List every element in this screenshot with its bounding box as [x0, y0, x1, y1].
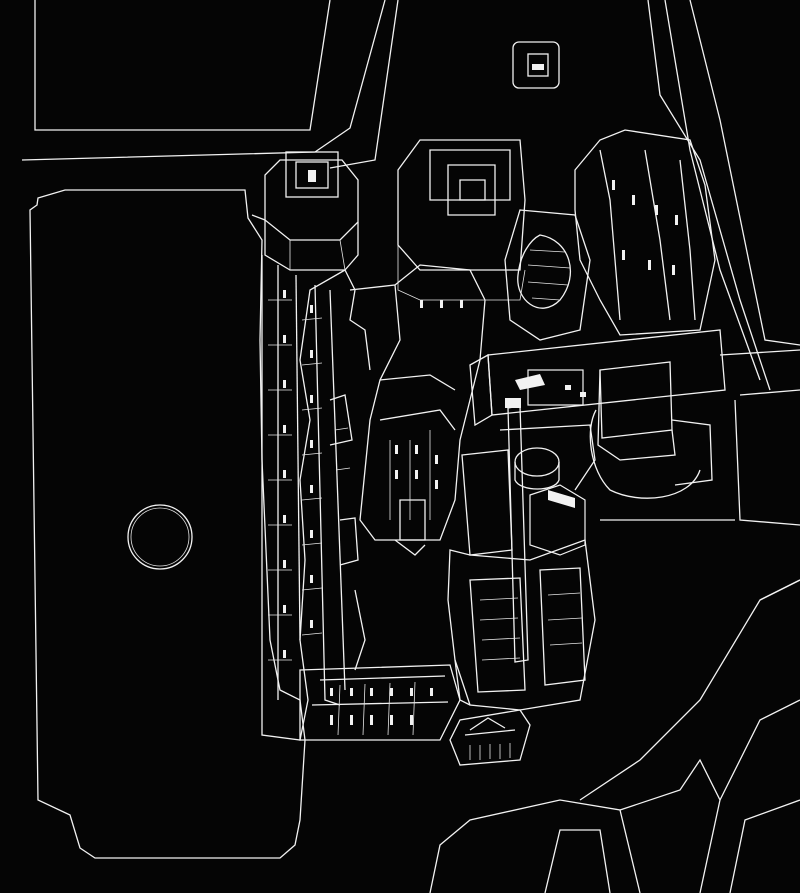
west-wing: [261, 255, 346, 741]
northwest-tower: [251, 151, 359, 271]
courtyard-details: [329, 269, 371, 671]
gridded-ramp: [461, 398, 529, 663]
grid-roof-band: [469, 329, 726, 427]
lower-right-buildings: [429, 579, 800, 893]
north-block: [397, 139, 526, 301]
building-complex: [251, 129, 726, 766]
southeast-wing: [447, 539, 596, 766]
square-grid-building: [589, 361, 713, 499]
church-block: [504, 129, 716, 341]
plaza-fountain: [127, 504, 193, 570]
inner-wing: [349, 264, 486, 556]
plaza: [29, 189, 306, 859]
kiosk-outline: [512, 41, 560, 89]
south-wing: [299, 664, 461, 741]
street-outlines: [21, 0, 800, 601]
dark-tower: [529, 484, 586, 556]
plaza-outline: [29, 189, 306, 859]
drum: [499, 424, 596, 491]
top-left-street-block: [34, 0, 331, 131]
